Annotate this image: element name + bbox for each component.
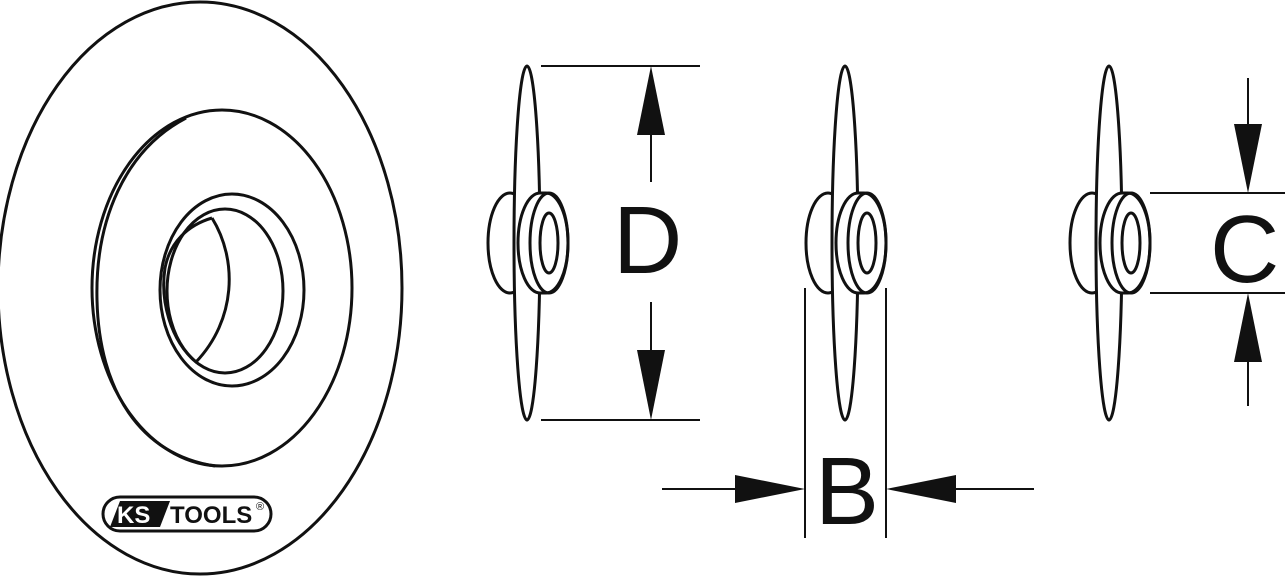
- logo-ks-text: KS: [117, 502, 150, 529]
- hub-face-outer-d: [528, 191, 570, 295]
- hub-face-inner-c: [1120, 211, 1142, 275]
- hub-inner-ring: [158, 192, 306, 388]
- logo-tools-text: TOOLS: [170, 502, 252, 529]
- b-arrow-left: [886, 475, 956, 503]
- side-view-c: C: [1068, 64, 1285, 422]
- c-arrow-down: [1234, 124, 1262, 193]
- ks-tools-logo: KS TOOLS ®: [101, 495, 273, 533]
- bore-outer: [165, 207, 285, 375]
- logo-ks-badge: [110, 501, 170, 527]
- dimension-c-label: C: [1210, 196, 1279, 303]
- hub-face-outer-b: [846, 191, 888, 295]
- hub-face-inner-d: [538, 211, 560, 275]
- d-arrow-down: [637, 350, 665, 420]
- hub-face-inner-b: [856, 211, 878, 275]
- hub-face-outer-c: [1110, 191, 1152, 295]
- wheel-outer-rim: [0, 0, 404, 576]
- hub-front-c: [1098, 191, 1152, 295]
- dimension-d-label: D: [613, 187, 682, 294]
- side-view-d: D: [486, 64, 700, 422]
- wheel-perspective-view: KS TOOLS ®: [0, 0, 404, 576]
- bore-inner-edge: [162, 216, 231, 365]
- b-arrow-right: [735, 475, 805, 503]
- logo-registered-mark: ®: [256, 501, 264, 513]
- c-arrow-up: [1234, 293, 1262, 362]
- hub-front-b: [834, 191, 888, 295]
- side-view-b: B: [662, 64, 1034, 545]
- d-arrow-up: [637, 66, 665, 135]
- hub-side-face: [95, 116, 216, 468]
- hub-outer-ring: [90, 108, 354, 468]
- hub-front-d: [516, 191, 570, 295]
- dimension-b-label: B: [815, 438, 879, 545]
